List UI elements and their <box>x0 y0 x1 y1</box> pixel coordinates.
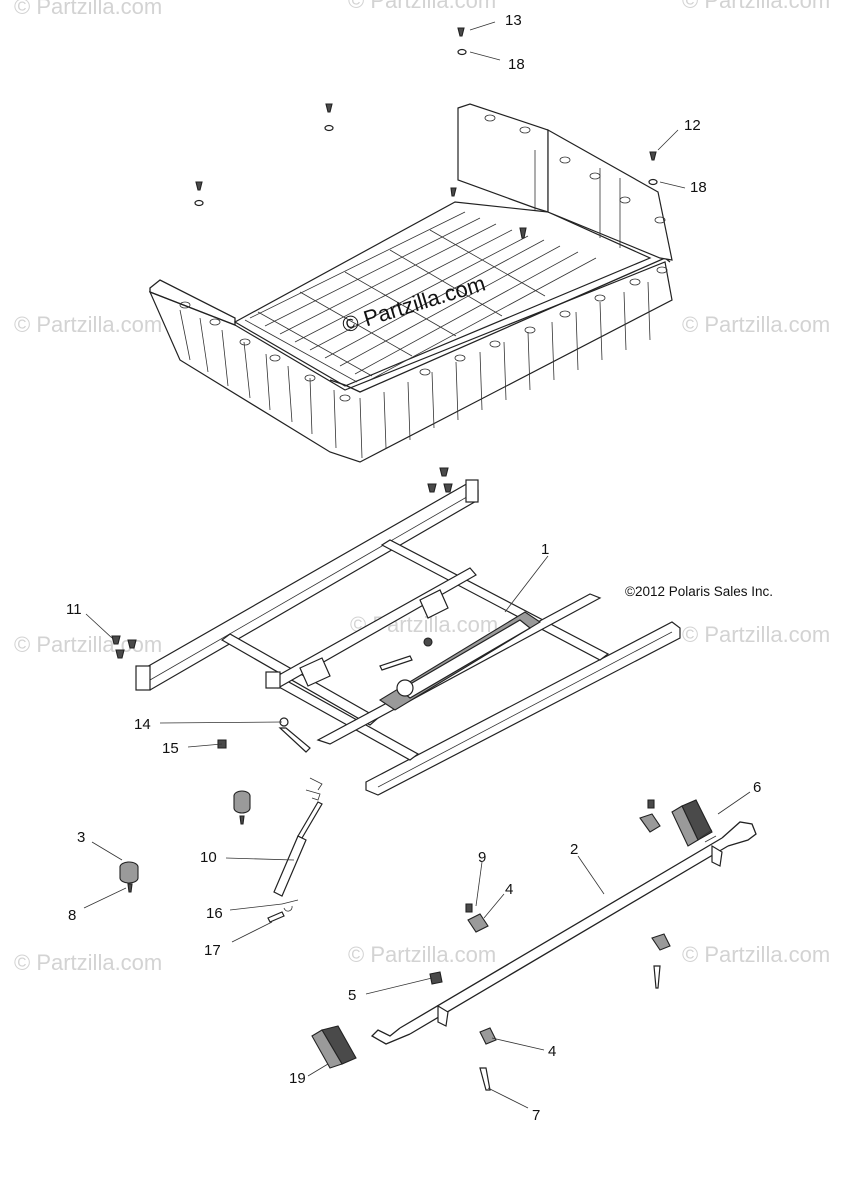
callout-14: 14 <box>134 716 151 733</box>
watermark-right-middle: © Partzilla.com <box>682 622 830 647</box>
copyright-notice: ©2012 Polaris Sales Inc. <box>625 584 773 599</box>
callout-13: 13 <box>505 12 522 29</box>
callout-15: 15 <box>162 740 179 757</box>
callout-8: 8 <box>68 907 76 924</box>
watermark-top-left: © Partzilla.com <box>14 0 162 19</box>
callout-2: 2 <box>570 841 578 858</box>
callout-16: 16 <box>206 905 223 922</box>
callout-18-top: 18 <box>508 56 525 73</box>
strut-10-16-17 <box>267 777 323 923</box>
cargo-frame <box>135 479 681 796</box>
watermark-top-right: © Partzilla.com <box>682 0 830 13</box>
callout-19: 19 <box>289 1070 306 1087</box>
callout-17: 17 <box>204 942 221 959</box>
watermark-right-lower: © Partzilla.com <box>682 942 830 967</box>
callout-9: 9 <box>478 849 486 866</box>
callout-1: 1 <box>541 541 549 558</box>
hardware-14-15 <box>217 717 311 753</box>
callout-10: 10 <box>200 849 217 866</box>
grips-6-19 <box>311 799 717 1069</box>
latch-hardware <box>429 799 671 1091</box>
watermark-top-center: © Partzilla.com <box>348 0 496 13</box>
callout-18-right: 18 <box>690 179 707 196</box>
callout-5: 5 <box>348 987 356 1004</box>
callout-11: 11 <box>66 601 82 618</box>
frame-fasteners <box>111 467 453 659</box>
watermark-left-lower: © Partzilla.com <box>14 950 162 975</box>
callout-3: 3 <box>77 829 85 846</box>
callout-4-lower: 4 <box>548 1043 556 1060</box>
watermark-left-upper: © Partzilla.com <box>14 312 162 337</box>
callout-7: 7 <box>532 1107 540 1124</box>
watermark-right-upper: © Partzilla.com <box>682 312 830 337</box>
callout-labels: 13 18 12 18 1 11 14 15 6 3 10 2 9 4 8 16… <box>66 12 761 1124</box>
watermark-center-lower: © Partzilla.com <box>348 942 496 967</box>
callout-6: 6 <box>753 779 761 796</box>
box-fasteners <box>194 27 658 239</box>
latch-rod-2 <box>370 821 757 1045</box>
bumper-3-8 <box>119 790 251 893</box>
callout-12: 12 <box>684 117 701 134</box>
leader-lines <box>83 21 751 1109</box>
callout-4-upper: 4 <box>505 881 513 898</box>
watermark-left-middle: © Partzilla.com <box>14 632 162 657</box>
cargo-box: © Partzilla.com <box>148 103 673 463</box>
